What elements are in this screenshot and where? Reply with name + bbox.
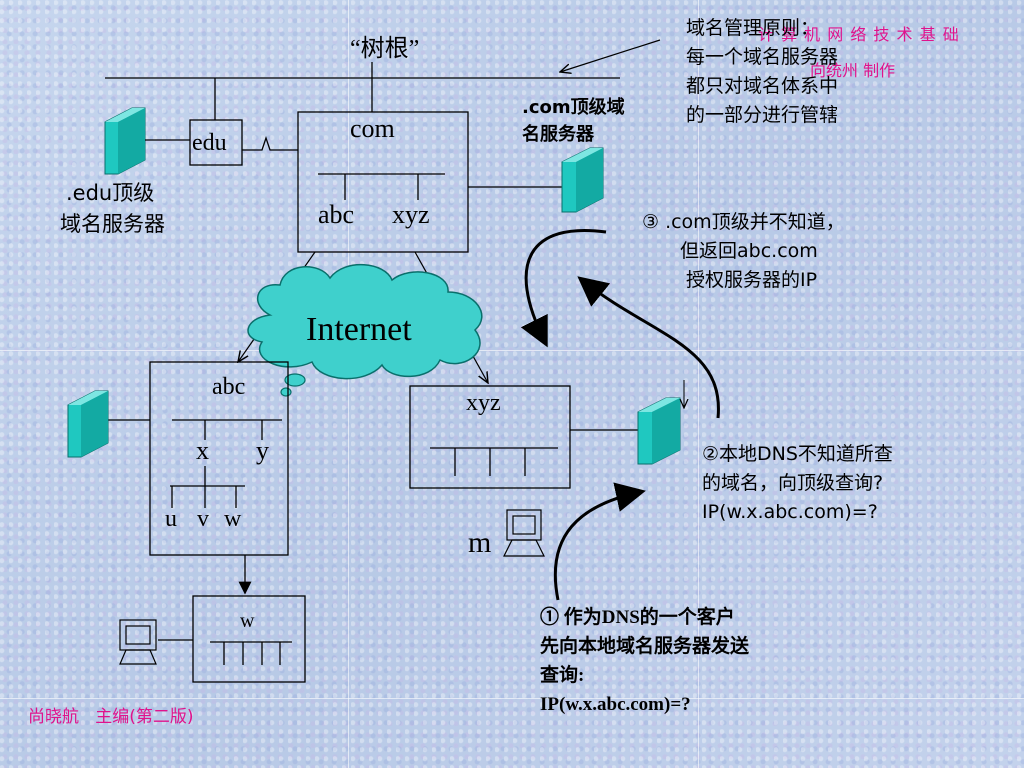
edu-box	[189, 119, 243, 166]
edu-server-label-line: 域名服务器	[60, 212, 165, 236]
xyz-domain-box	[409, 385, 571, 489]
com-server-label: .com顶级域 名服务器	[522, 94, 625, 148]
internet-cloud	[247, 264, 483, 397]
step2-line: 的域名，向顶级查询?	[702, 472, 884, 494]
bg-grid-line	[0, 698, 1024, 699]
w-host-box	[192, 595, 306, 683]
tree-root-label: “树根”	[350, 36, 420, 62]
w-computer-icon	[119, 619, 157, 665]
edu-node-label: edu	[192, 130, 227, 156]
w-node-label: w	[224, 506, 242, 532]
com-server-icon	[561, 147, 604, 213]
step3-line: 授权服务器的IP	[686, 269, 818, 291]
edu-com-link	[242, 135, 298, 151]
step3-line: 但返回abc.com	[680, 240, 818, 262]
footer-credit: 尚晓航 主编(第二版)	[28, 707, 194, 727]
principle-text: 域名管理原则： 每一个域名服务器 都只对域名体系中 的一部分进行管辖	[686, 14, 838, 130]
step1-query-arrow	[553, 482, 646, 601]
abc-server-icon	[67, 390, 109, 458]
step2-line: IP(w.x.abc.com)=?	[702, 501, 878, 523]
step1-line: ① 作为DNS的一个客户	[540, 607, 735, 628]
com-node-label: com	[350, 114, 395, 143]
y-node-label: y	[256, 436, 269, 465]
step2-line: ②本地DNS不知道所查	[702, 443, 893, 465]
m-host-label: m	[468, 526, 492, 559]
com-xyz-label: xyz	[392, 200, 430, 229]
step1-text: ① 作为DNS的一个客户 先向本地域名服务器发送 查询: IP(w.x.abc.…	[540, 603, 749, 719]
u-node-label: u	[165, 506, 177, 532]
author-credit: 向统州 制作	[810, 61, 896, 80]
edu-server-label: .edu顶级 域名服务器	[60, 178, 165, 240]
com-abc-label: abc	[318, 200, 355, 229]
step1-line: IP(w.x.abc.com)=?	[540, 694, 691, 715]
abc-domain-label: abc	[212, 374, 246, 400]
v-node-label: v	[197, 506, 209, 532]
edu-server-icon	[104, 107, 146, 175]
principle-pointer-arrow	[560, 39, 661, 72]
x-node-label: x	[196, 436, 209, 465]
step3-reply-arrow	[520, 229, 607, 348]
abc-domain-box	[149, 361, 289, 556]
xyz-domain-label: xyz	[466, 390, 501, 416]
step2-query-arrow	[577, 276, 720, 419]
edu-server-label-line: .edu顶级	[66, 181, 155, 205]
step1-line: 查询:	[540, 665, 585, 686]
com-server-label-line: 名服务器	[522, 124, 594, 145]
step1-line: 先向本地域名服务器发送	[540, 636, 750, 657]
step3-line: ③ .com顶级并不知道，	[642, 211, 845, 233]
course-title: 计 算 机 网 络 技 术 基 础	[758, 25, 960, 44]
principle-line: 都只对域名体系中	[686, 75, 839, 97]
w-host-label: w	[240, 610, 255, 632]
principle-line: 域名管理原则：	[686, 17, 820, 39]
m-computer-icon	[503, 509, 545, 557]
internet-label: Internet	[306, 311, 412, 348]
local-dns-server-icon	[637, 397, 681, 465]
step2-text: ②本地DNS不知道所查 的域名，向顶级查询? IP(w.x.abc.com)=?	[702, 440, 893, 527]
principle-line: 的一部分进行管辖	[686, 104, 839, 126]
com-box	[297, 111, 469, 253]
bg-grid-line	[348, 0, 349, 768]
principle-line: 每一个域名服务器	[686, 46, 839, 68]
bg-grid-line	[0, 350, 1024, 351]
com-server-label-line: .com顶级域	[522, 97, 625, 118]
bg-grid-line	[698, 0, 699, 768]
step3-text: ③ .com顶级并不知道， 但返回abc.com 授权服务器的IP	[642, 208, 845, 295]
